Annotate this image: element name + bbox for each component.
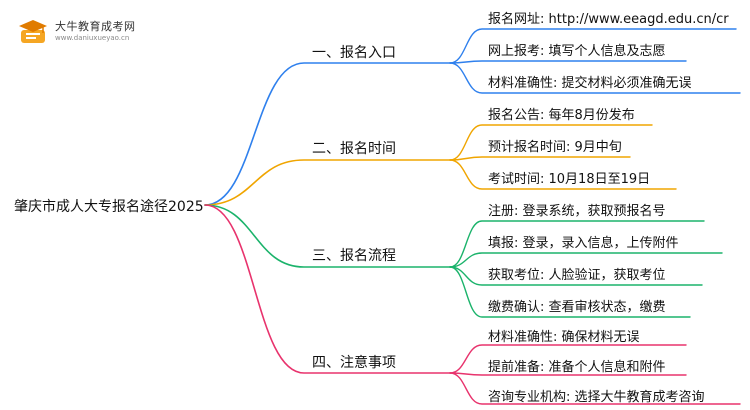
leaf-connector-entry-1 (449, 28, 737, 64)
leaf-process-fill: 填报: 登录，录入信息，上传附件 (488, 236, 679, 251)
leaf-connector-time-2 (449, 156, 631, 161)
leaf-connector-process-1 (449, 220, 705, 268)
branch-connector-notes (204, 204, 451, 374)
leaf-time-exam: 考试时间: 10月18日至19日 (488, 172, 651, 187)
leaf-notes-prepare: 提前准备: 准备个人信息和附件 (488, 360, 666, 375)
branch-registration-process: 三、报名流程 (312, 248, 396, 264)
graduation-cap-icon (19, 20, 47, 43)
logo-title: 大牛教育成考网 (55, 20, 136, 33)
leaf-entry-url: 报名网址: http://www.eeagd.edu.cn/cr (488, 12, 729, 27)
branch-registration-time: 二、报名时间 (312, 141, 396, 157)
logo-subtitle: www.daniuxueyao.cn (55, 34, 130, 42)
leaf-connector-time-1 (449, 124, 653, 161)
branch-connector-process (204, 204, 451, 268)
branch-connector-entry (204, 62, 451, 206)
branch-notes: 四、注意事项 (312, 355, 396, 371)
leaf-connector-entry-3 (449, 62, 741, 94)
root-topic: 肇庆市成人大专报名途径2025 (14, 199, 204, 215)
leaf-connector-entry-2 (449, 60, 687, 64)
leaf-process-payment: 缴费确认: 查看审核状态，缴费 (488, 300, 666, 315)
leaf-connector-time-3 (449, 159, 677, 190)
leaf-connector-notes-3 (449, 372, 741, 405)
branch-registration-entry: 一、报名入口 (312, 45, 396, 61)
leaf-process-seat: 获取考位: 人脸验证，获取考位 (488, 268, 666, 283)
leaf-time-expected: 预计报名时间: 9月中旬 (488, 140, 622, 155)
leaf-process-register: 注册: 登录系统，获取预报名号 (488, 204, 666, 219)
leaf-connector-notes-2 (449, 372, 687, 376)
leaf-connector-notes-1 (449, 344, 687, 374)
leaf-connector-process-2 (449, 252, 723, 268)
leaf-notes-consult: 咨询专业机构: 选择大牛教育成考咨询 (488, 390, 705, 405)
site-logo: 大牛教育成考网 www.daniuxueyao.cn (14, 17, 214, 49)
leaf-entry-online: 网上报考: 填写个人信息及志愿 (488, 44, 666, 59)
leaf-entry-accuracy: 材料准确性: 提交材料必须准确无误 (488, 76, 692, 91)
branch-connector-time (204, 159, 451, 206)
leaf-connector-process-4 (449, 266, 691, 318)
leaf-time-notice: 报名公告: 每年8月份发布 (488, 108, 635, 123)
leaf-notes-accuracy: 材料准确性: 确保材料无误 (488, 330, 640, 345)
